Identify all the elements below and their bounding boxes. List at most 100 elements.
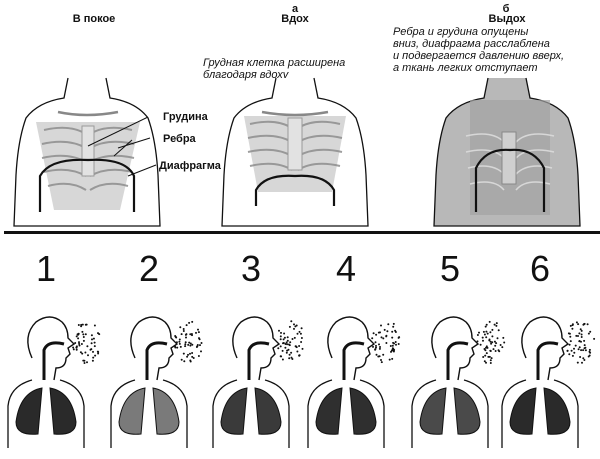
column-letter-exhale: б — [502, 3, 510, 15]
left-lung — [118, 387, 146, 435]
air-particle — [390, 350, 392, 353]
air-particle — [391, 336, 394, 339]
air-particle — [485, 361, 487, 364]
body-outline — [7, 379, 85, 448]
air-particle — [82, 339, 85, 342]
air-particle — [84, 351, 87, 354]
air-particle — [495, 322, 498, 325]
caption-exhale-line: Ребра и грудина опущены — [393, 26, 529, 38]
air-particle — [83, 359, 86, 362]
label-diaphragm: Диафрагма — [159, 160, 221, 172]
air-particle — [77, 337, 80, 340]
air-particle — [489, 331, 492, 334]
left-lung — [419, 387, 447, 435]
air-particle — [280, 355, 283, 358]
air-particle — [479, 343, 482, 346]
breathing-figure — [110, 316, 203, 448]
air-particle — [287, 348, 290, 351]
air-particle — [495, 342, 498, 345]
air-particle — [378, 343, 380, 346]
air-particle — [97, 332, 99, 335]
air-particle — [491, 328, 494, 331]
air-particle — [286, 339, 289, 342]
air-particle — [184, 341, 187, 344]
air-particle — [189, 352, 191, 355]
air-particle — [481, 336, 484, 339]
air-particle — [78, 344, 81, 347]
air-particle — [485, 330, 488, 333]
air-particle — [382, 353, 385, 356]
air-particle — [493, 323, 496, 326]
air-particle — [187, 353, 189, 356]
air-particle — [580, 336, 583, 338]
air-particle — [490, 357, 493, 360]
air-particle — [97, 352, 100, 355]
air-particle — [83, 362, 86, 364]
air-particle — [391, 330, 394, 333]
air-particle — [569, 340, 572, 343]
air-particle — [191, 343, 194, 346]
caption-inhale-line: Грудная клетка расширена — [203, 57, 346, 69]
air-particle — [571, 324, 574, 327]
air-particle — [397, 343, 400, 345]
caption-inhale-line: благодаря вдоху — [203, 69, 289, 81]
air-particle — [91, 338, 93, 341]
air-particle — [277, 347, 280, 350]
air-particle — [378, 347, 381, 350]
air-particle — [94, 354, 97, 357]
air-particle — [382, 337, 385, 340]
air-particle — [80, 343, 83, 345]
air-particle — [174, 345, 176, 348]
air-particle — [187, 343, 190, 346]
air-particle — [375, 353, 378, 356]
caption-exhale-line: а ткань легких отступает — [393, 62, 538, 74]
right-lung — [543, 387, 571, 435]
air-particle — [293, 323, 295, 326]
left-lung — [15, 387, 43, 435]
head-outline — [130, 316, 179, 381]
left-lung — [220, 387, 248, 435]
air-particle — [484, 354, 487, 357]
air-particle — [188, 321, 191, 324]
air-particle — [92, 356, 95, 359]
air-particle — [75, 335, 78, 338]
air-particle — [97, 351, 100, 353]
air-particle — [568, 343, 571, 346]
air-particle — [301, 347, 304, 350]
air-particle — [179, 326, 182, 329]
breathing-figure — [212, 316, 304, 448]
air-particle — [299, 332, 302, 335]
air-particle — [392, 322, 395, 325]
air-particle — [175, 341, 178, 344]
step-number: 5 — [439, 248, 461, 289]
air-particle — [589, 330, 592, 333]
air-particle — [290, 320, 293, 323]
column-letter-inhale: а — [291, 3, 299, 15]
air-particle — [482, 339, 484, 342]
air-particle — [185, 333, 188, 336]
air-particle — [485, 336, 488, 339]
air-particle — [91, 359, 94, 362]
air-particle — [574, 344, 577, 347]
air-particle — [568, 332, 571, 335]
air-particle — [374, 348, 377, 351]
airway — [42, 341, 65, 380]
air-particle — [488, 338, 491, 341]
air-particle — [380, 359, 382, 361]
air-particle — [281, 358, 284, 361]
air-particle — [371, 337, 374, 340]
air-particle — [489, 349, 492, 352]
air-particle — [568, 353, 571, 356]
air-particle — [587, 355, 590, 358]
air-particle — [577, 348, 580, 351]
air-particle — [392, 341, 395, 344]
air-particle — [197, 331, 200, 334]
air-particle — [478, 331, 480, 334]
air-particle — [571, 354, 574, 357]
air-particle — [579, 356, 582, 358]
caption-exhale-line: вниз, диафрагма расслаблена — [393, 38, 550, 50]
air-particle — [587, 332, 590, 335]
air-particle — [389, 345, 392, 347]
air-particle — [86, 345, 89, 348]
air-particle — [566, 349, 569, 352]
